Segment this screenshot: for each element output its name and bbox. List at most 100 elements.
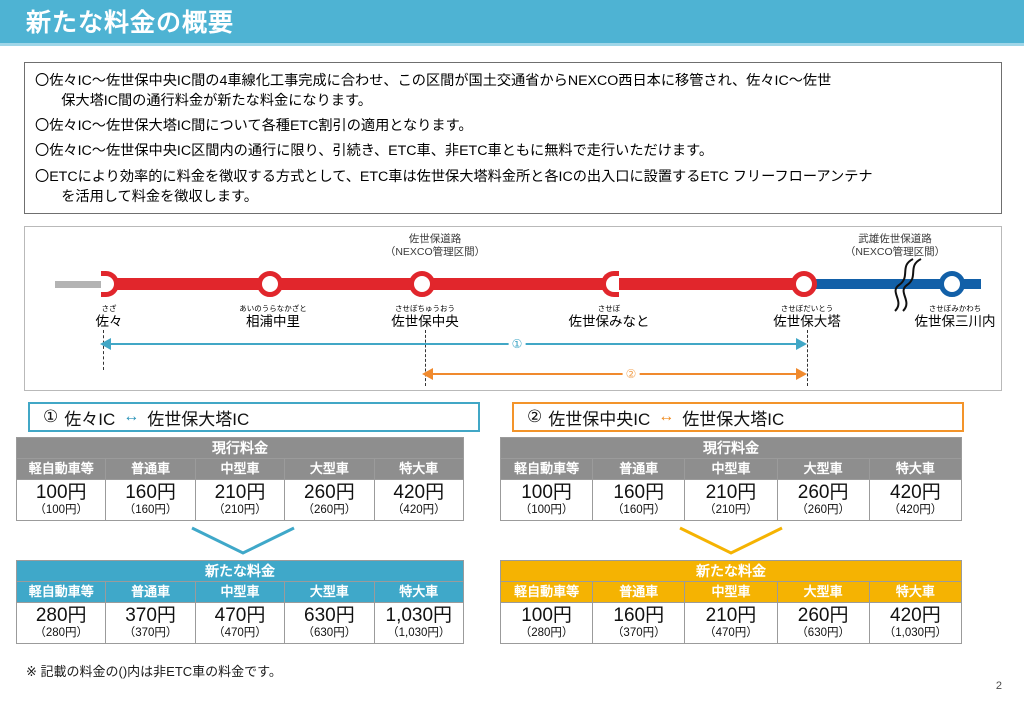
fee-cell: 420円 （420円）: [373, 478, 465, 522]
fee-non-etc: （160円）: [123, 503, 178, 516]
table-title-row: 新たな料金: [500, 560, 962, 582]
column-header: 普通車: [592, 581, 686, 603]
fee-etc: 260円: [797, 482, 849, 503]
bullet-line-1: 佐々IC〜佐世保大塔IC間について各種ETC割引の適用となります。: [49, 118, 473, 135]
guide-line-sasebo-daito: [807, 330, 808, 386]
road-label-sub: （NEXCO管理区間）: [844, 246, 946, 259]
fee-etc: 260円: [797, 605, 849, 626]
road-line-red: [103, 278, 809, 290]
table-row: 100円 （100円） 160円 （160円） 210円 （210円） 260円…: [499, 478, 963, 522]
fee-etc: 420円: [890, 482, 941, 503]
bullet-text: 佐々IC〜佐世保中央IC区間内の通行に限り、引続き、ETC車、非ETC車ともに無…: [49, 141, 993, 161]
fee-cell: 260円 （630円）: [776, 601, 870, 645]
fee-etc: 260円: [304, 482, 355, 503]
ic-kanji: 佐世保大塔: [773, 313, 841, 329]
fee-non-etc: （420円）: [391, 503, 446, 516]
section-2-current-fee-table: 現行料金 軽自動車等 普通車 中型車 大型車 特大車 100円 （100円） 1…: [499, 437, 963, 522]
footnote: ※ 記載の料金の()内は非ETC車の料金です。: [26, 664, 282, 679]
ic-kanji: 佐世保みなと: [568, 313, 650, 329]
ic-furigana: させぼちゅうおう: [395, 304, 455, 313]
column-header: 軽自動車等: [15, 581, 107, 603]
ic-label-sasebo-minato: させぼ 佐世保みなと: [569, 305, 650, 329]
ic-marker-saza: [101, 271, 119, 297]
fee-etc: 210円: [705, 482, 757, 503]
fee-cell: 210円 （470円）: [684, 601, 778, 645]
fee-cell: 210円 （210円）: [194, 478, 286, 522]
fee-non-etc: （370円）: [611, 626, 666, 639]
fee-etc: 420円: [393, 482, 445, 503]
fee-non-etc: （280円）: [34, 626, 89, 639]
column-header: 特大車: [868, 581, 963, 603]
bullet-line-2: 保大塔IC間の通行料金が新たな料金になります。: [61, 93, 372, 110]
bullet-marker: 〇: [35, 73, 50, 89]
ic-furigana: させぼみかわち: [928, 304, 982, 313]
fee-etc: 100円: [521, 482, 572, 503]
bullet-text: 佐々IC〜佐世保中央IC間の4車線化工事完成に合わせ、この区間が国土交通省からN…: [49, 71, 993, 111]
fee-etc: 630円: [304, 605, 355, 626]
bullet-line-1: 佐々IC〜佐世保中央IC間の4車線化工事完成に合わせ、この区間が国土交通省からN…: [49, 73, 832, 89]
fee-cell: 470円 （470円）: [194, 601, 286, 645]
column-header: 特大車: [373, 458, 465, 480]
bullet-line-2: を活用して料金を徴収します。: [61, 188, 258, 205]
ic-kanji: 佐々: [95, 313, 123, 329]
fee-cell: 1,030円 （1,030円）: [373, 601, 465, 645]
table-header-row: 軽自動車等 普通車 中型車 大型車 特大車: [15, 458, 465, 480]
fee-cell: 260円 （260円）: [776, 478, 870, 522]
fee-non-etc: （100円）: [519, 503, 574, 516]
bullet-item: 〇 ETCにより効率的に料金を徴収する方式として、ETC車は佐世保大塔料金所と各…: [35, 167, 993, 207]
section-1-current-fee-table: 現行料金 軽自動車等 普通車 中型車 大型車 特大車 100円 （100円） 1…: [15, 437, 465, 522]
road-stub-gray: [55, 281, 105, 288]
column-header: 大型車: [284, 458, 375, 480]
bidirectional-arrow-icon: ↔: [123, 408, 140, 425]
ic-marker-sasebo-chuo: [409, 271, 435, 297]
fee-cell: 210円 （210円）: [684, 478, 778, 522]
fee-cell: 160円 （370円）: [592, 601, 686, 645]
table-title-row: 現行料金: [16, 437, 464, 459]
column-header: 特大車: [373, 581, 465, 603]
ic-label-sasebo-chuo: させぼちゅうおう 佐世保中央: [391, 305, 459, 329]
fee-etc: 100円: [35, 482, 87, 503]
fee-cell: 260円 （260円）: [284, 478, 375, 522]
bidirectional-arrow-icon: ↔: [658, 408, 675, 425]
road-break-squiggle-icon: [894, 258, 922, 312]
section-2-number: ②: [527, 407, 543, 426]
bullet-text: ETCにより効率的に料金を徴収する方式として、ETC車は佐世保大塔料金所と各IC…: [49, 167, 993, 207]
fee-non-etc: （470円）: [213, 626, 267, 639]
fee-etc: 280円: [35, 605, 87, 626]
fee-etc: 160円: [125, 482, 176, 503]
fee-cell: 630円 （630円）: [284, 601, 375, 645]
column-header: 中型車: [194, 581, 286, 603]
table-title-row: 新たな料金: [16, 560, 464, 582]
section-1-new-fee-table: 新たな料金 軽自動車等 普通車 中型車 大型車 特大車 280円 （280円） …: [15, 560, 465, 645]
fee-etc: 210円: [705, 605, 757, 626]
bullet-item: 〇 佐々IC〜佐世保中央IC間の4車線化工事完成に合わせ、この区間が国土交通省か…: [35, 71, 993, 111]
table-row: 100円 （280円） 160円 （370円） 210円 （470円） 260円…: [499, 601, 963, 645]
fee-non-etc: （210円）: [704, 503, 758, 516]
fee-cell: 100円 （280円）: [499, 601, 594, 645]
guide-line-sasebo-chuo: [425, 330, 426, 386]
fee-cell: 370円 （370円）: [105, 601, 196, 645]
ic-furigana: あいのうらなかざと: [239, 304, 307, 313]
fee-non-etc: （630円）: [302, 626, 357, 639]
fee-non-etc: （210円）: [213, 503, 267, 516]
road-label-sasebo: 佐世保道路 （NEXCO管理区間）: [360, 233, 510, 260]
guide-line-saza: [103, 330, 104, 370]
bullet-line-1: ETCにより効率的に料金を徴収する方式として、ETC車は佐世保大塔料金所と各IC…: [49, 168, 873, 185]
ic-kanji: 相浦中里: [246, 313, 300, 329]
table-header-row: 軽自動車等 普通車 中型車 大型車 特大車: [499, 458, 963, 480]
ic-marker-sasebo-minato: [601, 271, 619, 297]
fee-etc: 370円: [125, 605, 176, 626]
fee-etc: 1,030円: [385, 605, 453, 626]
fee-cell: 160円 （160円）: [105, 478, 196, 522]
column-header: 普通車: [105, 458, 196, 480]
table-row: 100円 （100円） 160円 （160円） 210円 （210円） 260円…: [15, 478, 465, 522]
summary-bullets-box: 〇 佐々IC〜佐世保中央IC間の4車線化工事完成に合わせ、この区間が国土交通省か…: [24, 62, 1002, 214]
fee-non-etc: （260円）: [302, 503, 357, 516]
span-number-2: ②: [622, 367, 640, 381]
ic-kanji: 佐世保三川内: [914, 313, 996, 329]
fee-etc: 210円: [214, 482, 266, 503]
fee-etc: 470円: [214, 605, 266, 626]
bullet-line-1: 佐々IC〜佐世保中央IC区間内の通行に限り、引続き、ETC車、非ETC車ともに無…: [49, 143, 714, 160]
column-header: 中型車: [684, 458, 778, 480]
